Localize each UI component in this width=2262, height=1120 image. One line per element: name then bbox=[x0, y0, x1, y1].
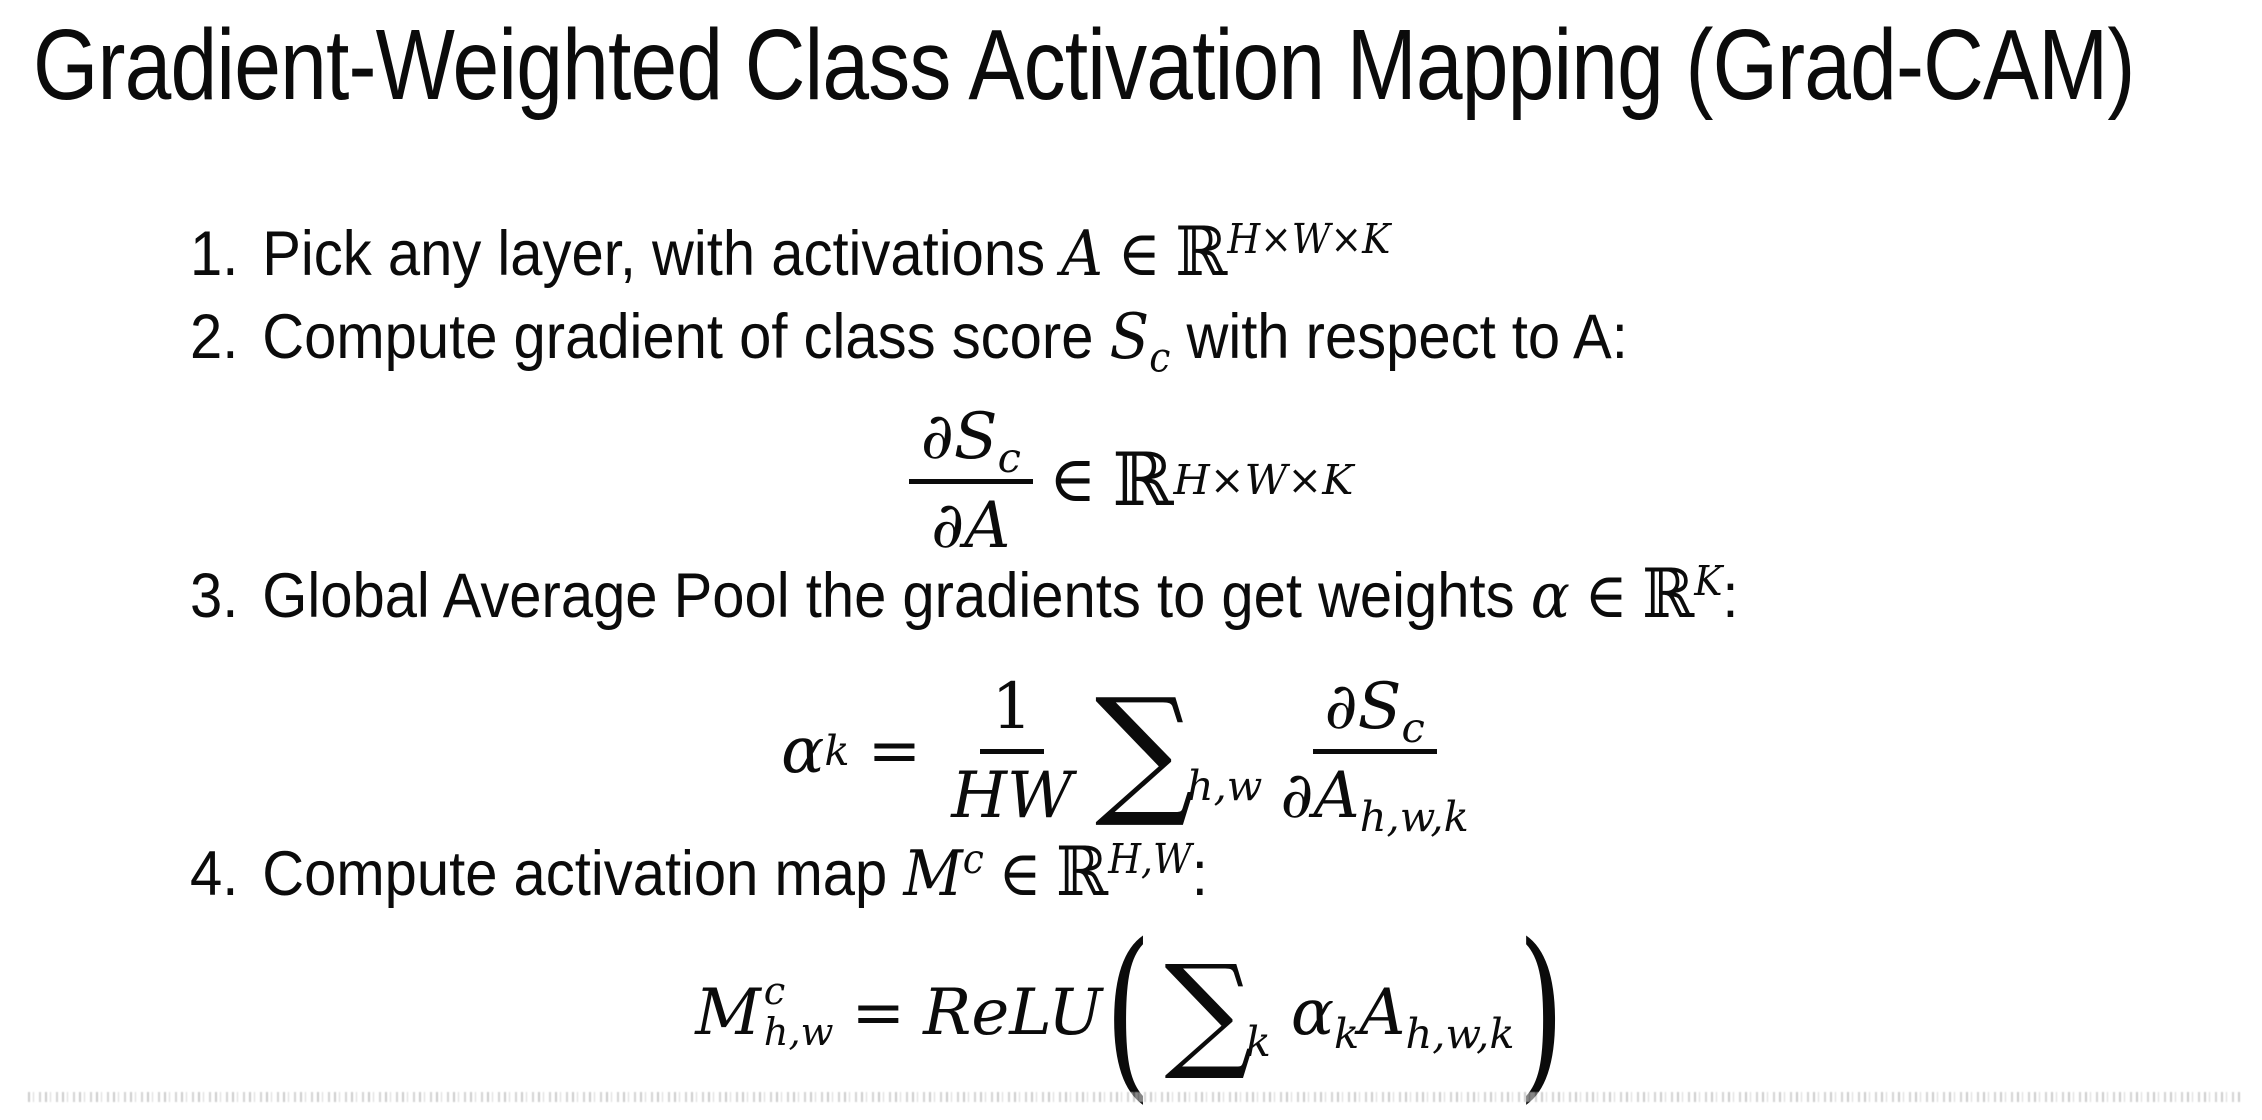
real-numbers-symbol: ℝ bbox=[1112, 437, 1174, 523]
partial-A: ∂A bbox=[1280, 759, 1360, 833]
map-superscript: c bbox=[763, 969, 786, 1015]
item4-var-superscript: c bbox=[962, 835, 984, 883]
item3-var-alpha: α bbox=[1530, 559, 1570, 632]
relu-function: ReLU bbox=[923, 975, 1103, 1050]
equals-sign: = bbox=[867, 713, 922, 788]
real-numbers-symbol: ℝ bbox=[1175, 213, 1228, 292]
real-numbers-symbol: ℝ bbox=[1642, 555, 1695, 634]
partial-Sc-sub: c bbox=[997, 432, 1021, 482]
partial-Sc: ∂S bbox=[1324, 670, 1402, 744]
list-number-3: 3. bbox=[190, 561, 239, 631]
element-of-symbol: ∈ bbox=[998, 837, 1042, 910]
list-item-3: 3. Global Average Pool the gradients to g… bbox=[190, 552, 1738, 637]
sum-subscript: h,w bbox=[1186, 761, 1263, 810]
coefficient-fraction: 1 HW bbox=[939, 673, 1085, 828]
item4-colon: : bbox=[1191, 839, 1208, 909]
item2-text: Compute gradient of class score bbox=[262, 302, 1110, 372]
map-var-M: M bbox=[695, 975, 761, 1050]
sum-icon: ∑ bbox=[1094, 669, 1195, 832]
A-var-sub: h,w,k bbox=[1405, 1008, 1515, 1058]
cropped-next-line bbox=[28, 1092, 2240, 1102]
alpha-var-sub: k bbox=[1334, 1008, 1360, 1058]
slide-title: Gradient-Weighted Class Activation Mappi… bbox=[33, 9, 2135, 121]
formula-activation-map: M c h,w = ReLU ( ∑k αkAh,w,k ) bbox=[0, 904, 2262, 1120]
item2-var-subscript: c bbox=[1149, 333, 1171, 382]
list-item-4: 4. Compute activation map Mc ∈ℝH,W: bbox=[190, 830, 1208, 915]
item4-set-superscript: H,W bbox=[1108, 835, 1192, 883]
item2-text-after: with respect to A: bbox=[1170, 302, 1628, 372]
map-supsub-stack: c h,w bbox=[763, 969, 834, 1055]
item1-text: Pick any layer, with activations bbox=[262, 219, 1062, 289]
item3-text: Global Average Pool the gradients to get… bbox=[262, 561, 1531, 631]
alpha-var: α bbox=[1290, 975, 1335, 1050]
element-of-symbol: ∈ bbox=[1048, 443, 1097, 517]
gradient-fraction: ∂Sc ∂Ah,w,k bbox=[1268, 670, 1480, 837]
coef-denominator-HW: HW bbox=[951, 759, 1073, 833]
item1-set-superscript: H×W×K bbox=[1227, 215, 1391, 263]
item3-colon: : bbox=[1722, 561, 1739, 631]
list-item-2: 2.Compute gradient of class score Sc wit… bbox=[190, 298, 1628, 378]
partial-A-sub: h,w,k bbox=[1359, 791, 1469, 841]
map-subscript: h,w bbox=[763, 1009, 834, 1055]
partial-Sc-sub: c bbox=[1401, 702, 1425, 752]
sum-operand: αkAh,w,k bbox=[1290, 975, 1515, 1054]
coef-numerator: 1 bbox=[991, 670, 1033, 744]
close-paren: ) bbox=[1517, 904, 1565, 1120]
item4-text: Compute activation map bbox=[262, 839, 904, 909]
sum-icon: ∑ bbox=[1164, 939, 1254, 1085]
map-lhs: M c h,w bbox=[695, 969, 834, 1055]
alpha-var: α bbox=[781, 713, 825, 788]
equals-sign: = bbox=[851, 975, 906, 1050]
list-number-4: 4. bbox=[190, 839, 239, 909]
real-numbers-symbol: ℝ bbox=[1056, 833, 1109, 912]
summation-group: ∑k bbox=[1164, 939, 1271, 1085]
list-number-2: 2. bbox=[190, 302, 239, 372]
partial-Sc: ∂S bbox=[920, 399, 998, 474]
sum-subscript: k bbox=[1245, 1016, 1271, 1066]
element-of-symbol: ∈ bbox=[1584, 559, 1628, 632]
item3-set-superscript: K bbox=[1694, 557, 1723, 605]
item1-var-A: A bbox=[1061, 217, 1104, 290]
item2-var-S: S bbox=[1109, 300, 1150, 373]
item4-var-M: M bbox=[903, 837, 963, 910]
list-item-1: 1. Pick any layer, with activations A∈ℝH×… bbox=[190, 210, 1390, 295]
element-of-symbol: ∈ bbox=[1117, 217, 1161, 290]
open-paren: ( bbox=[1104, 904, 1152, 1120]
gradient-fraction: ∂Sc ∂A bbox=[908, 399, 1033, 558]
partial-A: ∂A bbox=[931, 488, 1011, 563]
summation-group: ∑h,w bbox=[1094, 669, 1263, 832]
A-var: A bbox=[1359, 975, 1406, 1050]
list-number-1: 1. bbox=[190, 219, 239, 289]
